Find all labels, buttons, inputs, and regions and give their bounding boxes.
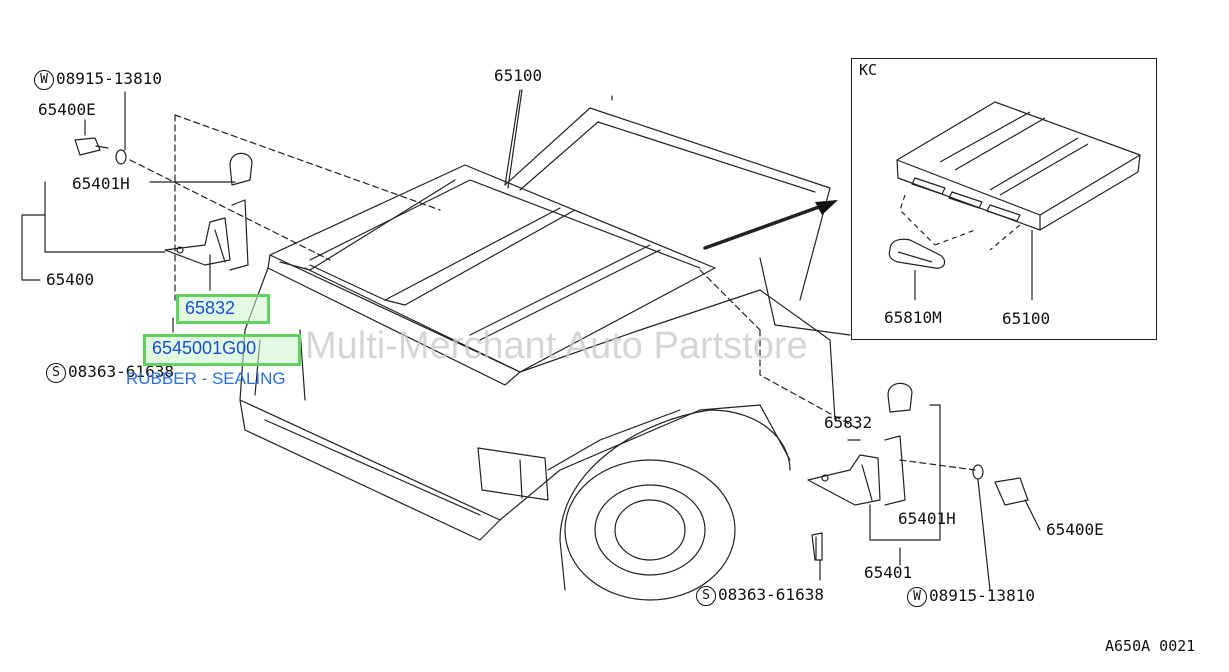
- label-65100-main[interactable]: 65100: [494, 66, 543, 85]
- s-circle-icon: S: [46, 362, 66, 383]
- label-65832-right[interactable]: 65832: [824, 413, 873, 432]
- s-circle-icon: S: [696, 585, 716, 606]
- highlight-6545001G00[interactable]: 6545001G00: [143, 334, 301, 366]
- label-65400E-right[interactable]: 65400E: [1046, 520, 1104, 539]
- label-65810M[interactable]: 65810M: [884, 308, 942, 327]
- part-code: 08363-61638: [68, 362, 174, 381]
- part-code: 08915-13810: [929, 586, 1035, 605]
- diagram-code: A650A 0021: [1105, 637, 1196, 655]
- label-65400[interactable]: 65400: [46, 270, 95, 289]
- label-65401H-right[interactable]: 65401H: [898, 509, 956, 528]
- selected-part-description[interactable]: RUBBER - SEALING: [126, 369, 286, 388]
- w-circle-icon: W: [907, 586, 927, 607]
- label-65401H-left[interactable]: 65401H: [72, 174, 130, 193]
- kc-inset-frame: KC 65810M 65100: [851, 58, 1157, 340]
- w-circle-icon: W: [34, 69, 54, 90]
- highlight-6545001G00-text: 6545001G00: [152, 338, 257, 358]
- watermark: Multi-Merchant Auto Partstore: [305, 325, 808, 367]
- part-code: 08915-13810: [56, 69, 162, 88]
- highlight-65832-text: 65832: [185, 298, 236, 318]
- label-65400E-left[interactable]: 65400E: [38, 100, 96, 119]
- label-65401[interactable]: 65401: [864, 563, 913, 582]
- label-65100-inset[interactable]: 65100: [1002, 309, 1051, 328]
- part-code: 08363-61638: [718, 585, 824, 604]
- inset-title: KC: [859, 61, 878, 79]
- highlight-65832[interactable]: 65832: [176, 294, 270, 324]
